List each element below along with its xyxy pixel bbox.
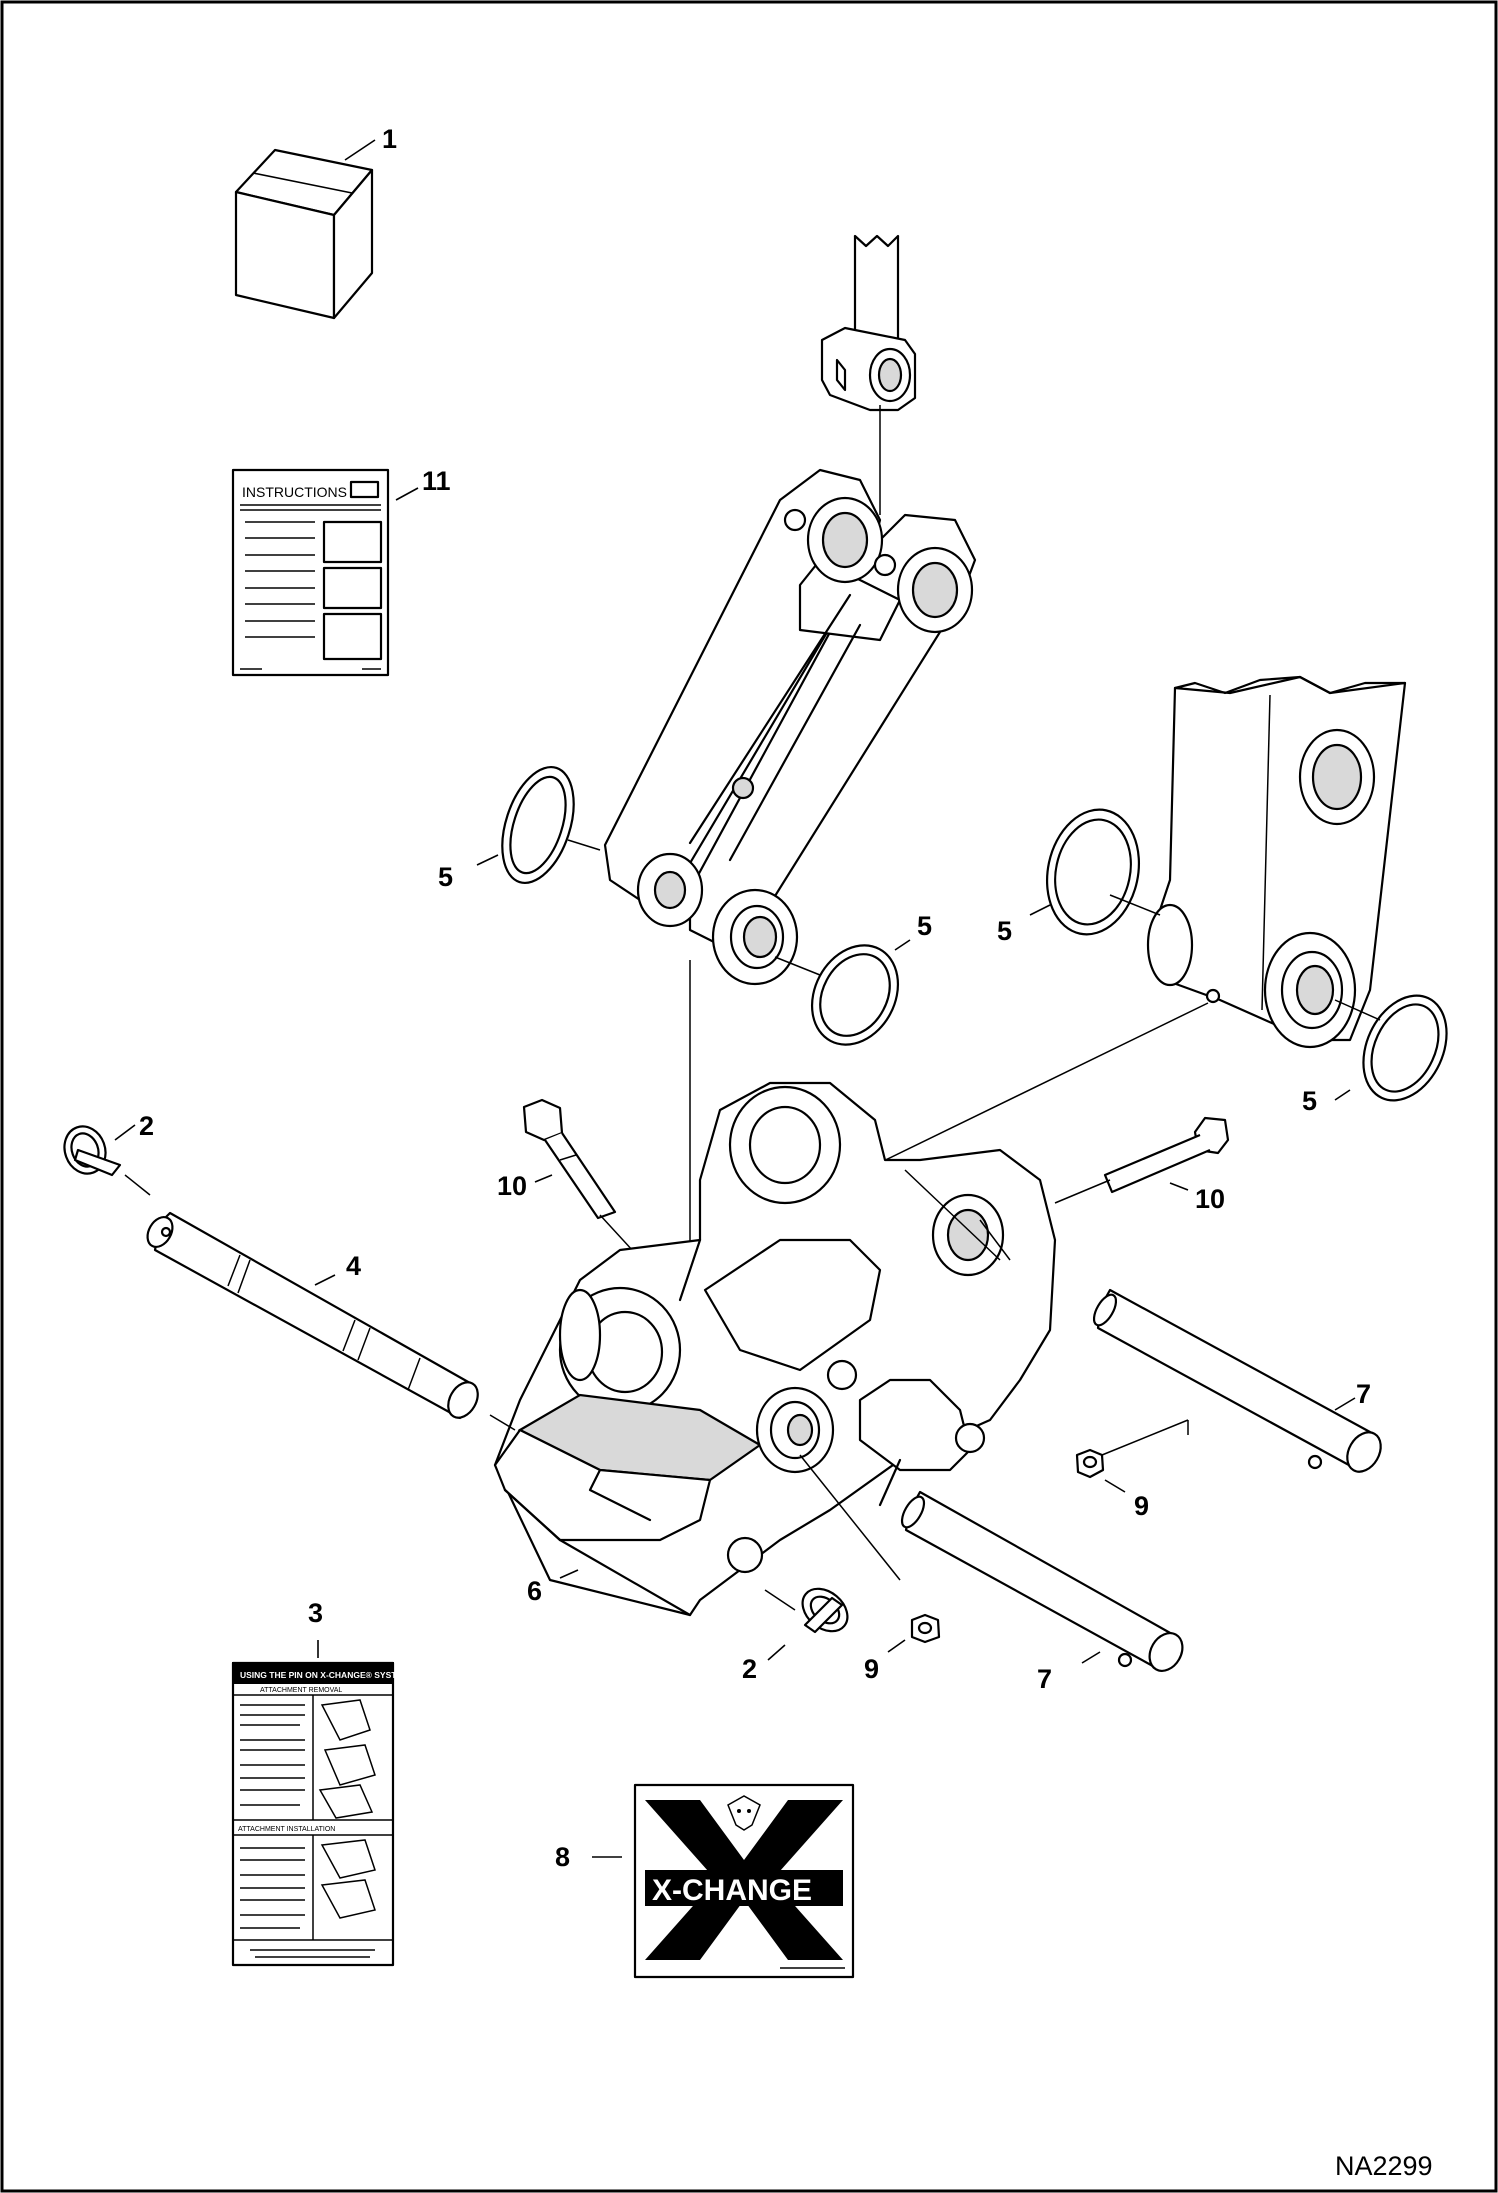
alignment-line-stick: [864, 1002, 1209, 1171]
part-5-seal-left-link: [501, 765, 575, 885]
callout-1: 1: [382, 124, 397, 154]
part-9-nut-lower: [910, 1613, 941, 1644]
part-5-seal-right-link: [810, 944, 900, 1046]
callout-2-bottom: 2: [742, 1654, 757, 1684]
callout-6: 6: [527, 1576, 542, 1606]
part-5-seal-stick-upper: [1045, 808, 1141, 936]
callout-7-lower: 7: [1037, 1664, 1052, 1694]
callout-2-top: 2: [139, 1111, 154, 1141]
callout-7-upper: 7: [1356, 1379, 1371, 1409]
callout-11: 11: [422, 466, 451, 496]
drawing-number: NA2299: [1335, 2151, 1433, 2181]
part-10-bolt-right: [1054, 1116, 1230, 1204]
bobcat-logo-icon: [727, 1795, 761, 1831]
callout-5-link-left: 5: [438, 862, 453, 892]
link-arm: [603, 468, 977, 986]
callout-5-stick-lower: 5: [1302, 1086, 1317, 1116]
part-6-coupler: [493, 1081, 1057, 1617]
callout-9-upper: 9: [1134, 1491, 1149, 1521]
part-1-box: [234, 148, 374, 320]
arm-stick: [1146, 675, 1407, 1049]
decal-3-header: USING THE PIN ON X-CHANGE® SYSTEM: [240, 1670, 409, 1680]
part-11-instructions-sheet: INSTRUCTIONS: [231, 468, 390, 677]
callout-10-right: 10: [1195, 1184, 1225, 1214]
callout-5-stick-upper: 5: [997, 916, 1012, 946]
part-5-seal-stick-lower: [1362, 994, 1448, 1102]
decal-3-removal-title: ATTACHMENT REMOVAL: [260, 1687, 342, 1694]
instructions-title: INSTRUCTIONS: [242, 484, 347, 500]
callout-3: 3: [308, 1598, 323, 1628]
decal-8-logo-text: X-CHANGE: [652, 1874, 812, 1907]
part-4-pin: [146, 1211, 479, 1420]
callout-8: 8: [555, 1842, 570, 1872]
callout-4: 4: [346, 1251, 361, 1281]
decal-3-installation-title: ATTACHMENT INSTALLATION: [238, 1826, 335, 1833]
part-7-pin-lower: [900, 1490, 1184, 1672]
part-2-lynch-pin-bottom: [801, 1587, 849, 1634]
callout-5-link-right: 5: [917, 911, 932, 941]
part-7-pin-upper: [1092, 1288, 1382, 1473]
part-9-nut-upper: [1075, 1448, 1105, 1479]
callout-10-left: 10: [497, 1171, 527, 1201]
part-2-lynch-pin-top: [63, 1125, 122, 1177]
part-3-decal: USING THE PIN ON X-CHANGE® SYSTEM ATTACH…: [231, 1661, 409, 1967]
callout-9-lower: 9: [864, 1654, 879, 1684]
part-8-x-change-decal: X-CHANGE: [633, 1783, 855, 1979]
part-10-bolt-left: [522, 1098, 771, 1401]
arm-cylinder-rod: [820, 234, 917, 412]
